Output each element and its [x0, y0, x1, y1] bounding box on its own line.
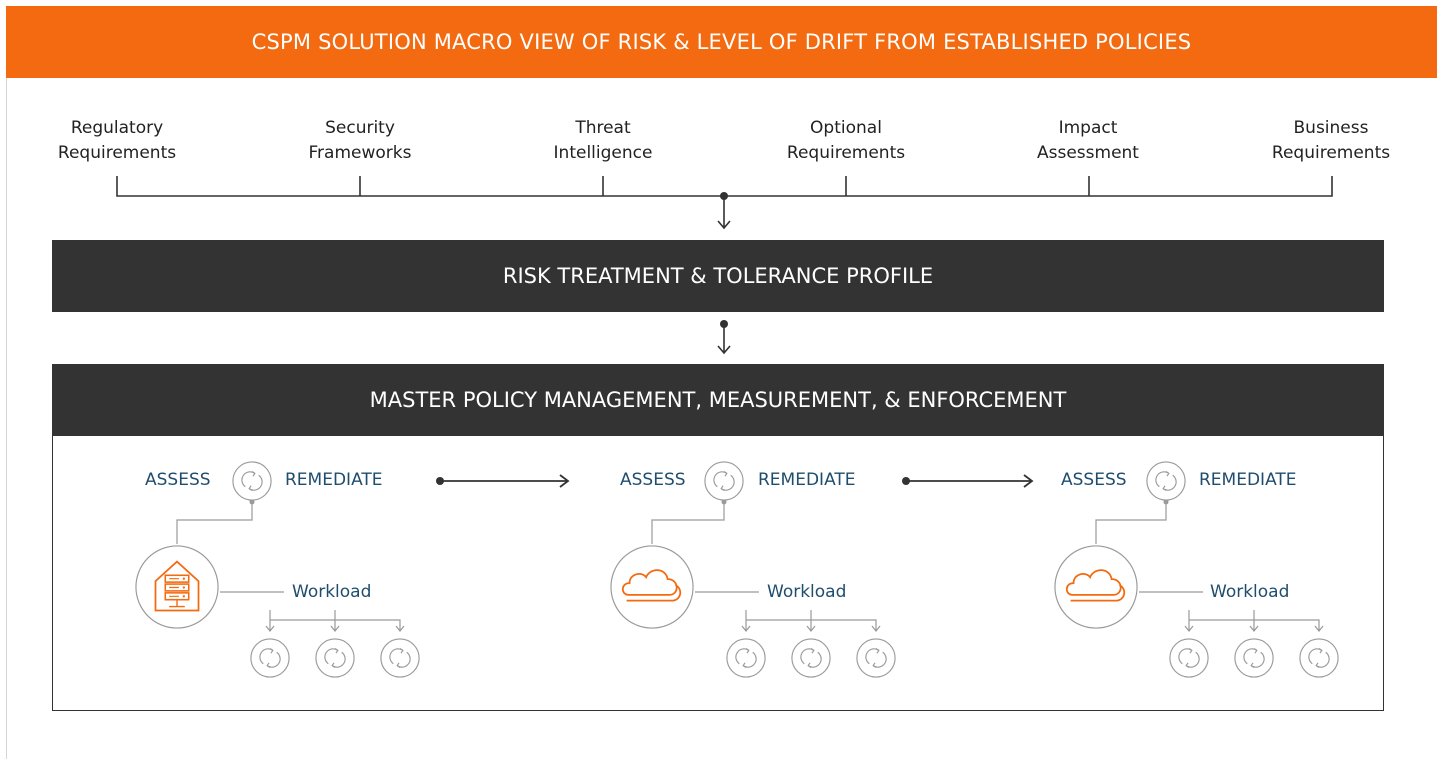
source-optional-requirements: Optional Requirements	[756, 116, 936, 166]
source-line: Impact	[1058, 118, 1118, 138]
left-divider	[6, 78, 7, 759]
workload-cycle-icon	[315, 638, 355, 678]
stage-3-workload-label: Workload	[1210, 582, 1290, 602]
down-arrow-icon	[717, 196, 731, 230]
stage-3-remediate-label: REMEDIATE	[1199, 470, 1297, 490]
workload-cycle-icon	[726, 638, 766, 678]
datacenter-icon	[135, 545, 219, 629]
workload-cycle-icon	[1234, 638, 1274, 678]
source-business-requirements: Business Requirements	[1241, 116, 1421, 166]
stage-1-assess-label: ASSESS	[145, 470, 211, 490]
stage-1	[135, 461, 420, 678]
source-line: Requirements	[57, 143, 177, 163]
source-line: Requirements	[786, 143, 906, 163]
flow-arrow-icon	[902, 474, 1034, 488]
source-threat-intelligence: Threat Intelligence	[513, 116, 693, 166]
stage-2-remediate-label: REMEDIATE	[758, 470, 856, 490]
stage-2	[610, 461, 896, 678]
source-line: Regulatory	[70, 118, 164, 138]
source-regulatory-requirements: Regulatory Requirements	[27, 116, 207, 166]
stage-1-workload-label: Workload	[292, 582, 372, 602]
stage-3	[1054, 461, 1339, 678]
source-line: Intelligence	[553, 143, 653, 163]
stage-1-remediate-label: REMEDIATE	[285, 470, 383, 490]
source-line: Assessment	[1037, 143, 1139, 163]
down-arrow-icon	[717, 324, 731, 355]
assess-remediate-cycle-icon	[232, 461, 272, 501]
stage-2-workload-label: Workload	[767, 582, 847, 602]
workload-cycle-icon	[791, 638, 831, 678]
workload-cycle-icon	[250, 638, 290, 678]
workload-cycle-icon	[1169, 638, 1209, 678]
flow-arrow-icon	[436, 474, 570, 488]
source-impact-assessment: Impact Assessment	[998, 116, 1178, 166]
page-title: CSPM SOLUTION MACRO VIEW OF RISK & LEVEL…	[6, 6, 1437, 78]
workload-cycle-icon	[1299, 638, 1339, 678]
workload-cycle-icon	[380, 638, 420, 678]
source-line: Threat	[575, 118, 631, 138]
master-policy-bar: MASTER POLICY MANAGEMENT, MEASUREMENT, &…	[52, 364, 1384, 436]
assess-remediate-cycle-icon	[704, 461, 744, 501]
source-line: Security	[325, 118, 395, 138]
stage-3-assess-label: ASSESS	[1061, 470, 1127, 490]
cloud-icon	[610, 545, 694, 629]
stage-2-assess-label: ASSESS	[620, 470, 686, 490]
source-line: Requirements	[1271, 143, 1391, 163]
risk-profile-bar: RISK TREATMENT & TOLERANCE PROFILE	[52, 240, 1384, 312]
workload-cycle-icon	[856, 638, 896, 678]
source-security-frameworks: Security Frameworks	[270, 116, 450, 166]
source-line: Optional	[810, 118, 882, 138]
source-line: Business	[1293, 118, 1369, 138]
cloud-icon	[1054, 545, 1138, 629]
source-line: Frameworks	[308, 143, 412, 163]
assess-remediate-cycle-icon	[1146, 461, 1186, 501]
